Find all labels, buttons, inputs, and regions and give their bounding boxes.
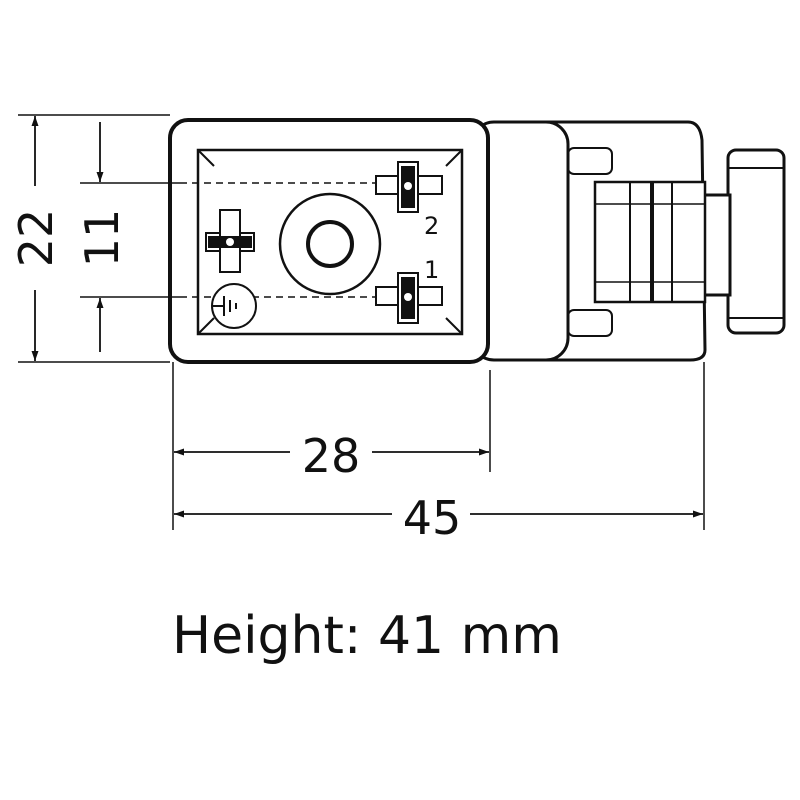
pin-1-contact [375, 272, 443, 324]
pin-2-label: 2 [424, 212, 439, 240]
dimension-11-label: 11 [75, 209, 129, 268]
pin-2-contact [375, 161, 443, 213]
connector-outline [168, 118, 786, 364]
pin-reference-lines [80, 182, 390, 298]
dimension-22-label: 22 [9, 209, 63, 268]
gland-nut [726, 148, 786, 335]
earth-contact [205, 209, 255, 273]
dimension-28-label: 28 [302, 429, 361, 483]
dimension-45 [174, 362, 705, 530]
height-caption: Height: 41 mm [172, 606, 562, 666]
dimension-28 [172, 362, 491, 530]
dimension-45-label: 45 [403, 491, 462, 545]
center-screw [278, 192, 382, 296]
dimension-22 [18, 114, 170, 363]
pin-1-label: 1 [424, 256, 439, 284]
ground-symbol-icon [211, 283, 257, 329]
